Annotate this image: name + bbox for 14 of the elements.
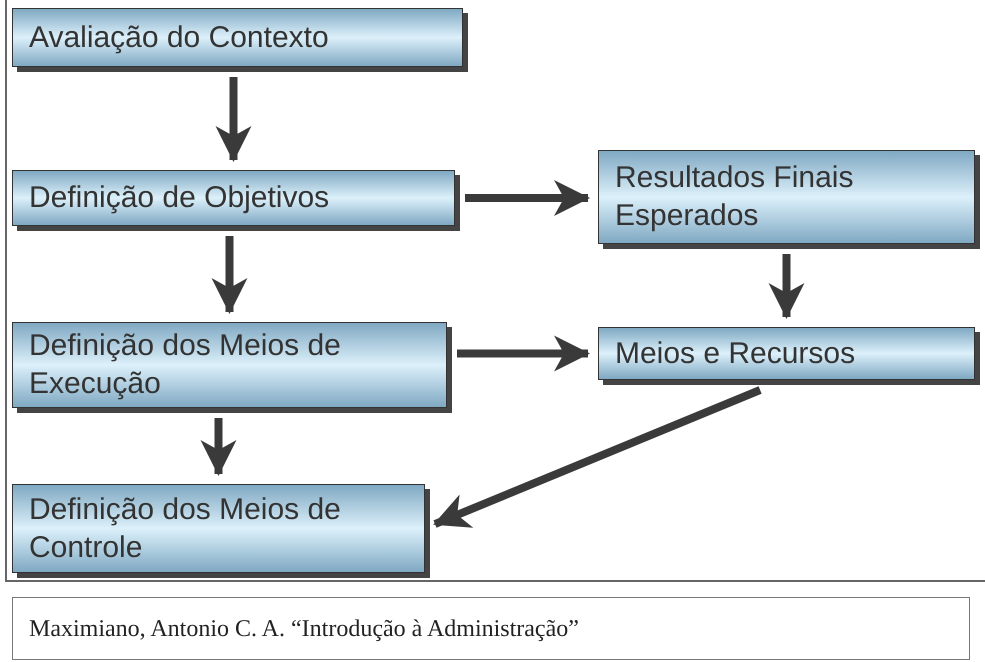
arrow bbox=[433, 386, 762, 528]
arrow bbox=[212, 236, 248, 314]
box-label: Definição dos Meios de Controle bbox=[29, 492, 342, 566]
arrow bbox=[768, 254, 804, 319]
citation-text: Maximiano, Antonio C. A. “Introdução à Administração” bbox=[29, 614, 579, 644]
arrow bbox=[457, 336, 590, 372]
arrow bbox=[200, 418, 236, 476]
arrow bbox=[465, 180, 590, 216]
box-label: Avaliação do Contexto bbox=[29, 20, 330, 56]
box-label: Resultados Finais Esperados bbox=[615, 160, 854, 234]
box-label: Definição de Objetivos bbox=[29, 180, 330, 216]
arrow bbox=[216, 77, 252, 162]
box-label: Meios e Recursos bbox=[615, 336, 856, 372]
box-label: Definição dos Meios de Execução bbox=[29, 328, 342, 402]
